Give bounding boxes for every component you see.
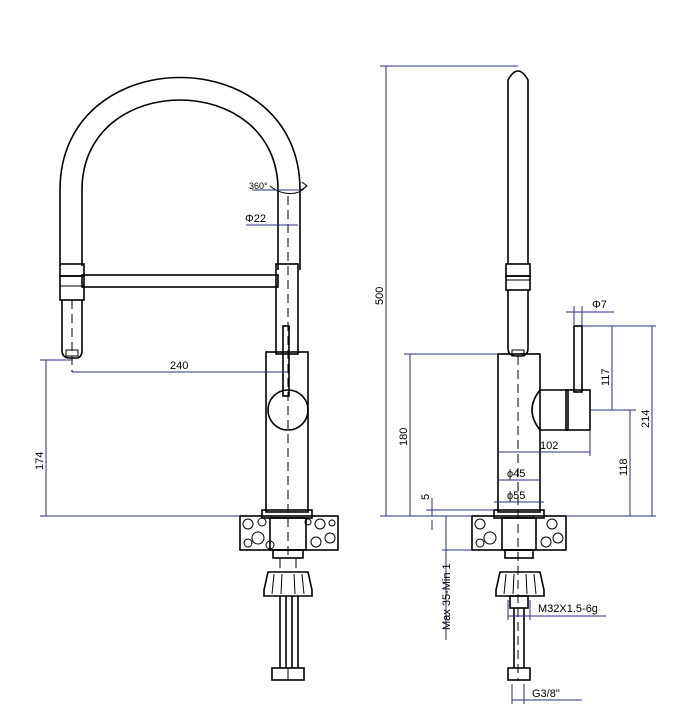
spout-arch-inner [81,99,279,270]
body-diameter-label: ϕ45 [507,468,525,480]
side-body [497,353,541,513]
spout-arch-outer [59,76,301,270]
body-height-label: 180 [398,428,410,446]
overall-handle-height-label: 214 [640,410,652,428]
base-diameter-label: ϕ55 [507,490,525,502]
lever [282,325,290,397]
front-view: 360° Φ22 240 174 [34,76,339,681]
cartridge-cap [267,389,309,431]
spray-head-ring [59,275,85,301]
hose-clip-arm [81,274,279,288]
deck-thickness-label: Max 35-Min 1 [441,563,453,630]
spout-diameter-label: Φ22 [245,213,266,225]
side-lever-knob [565,389,591,431]
spray-height-label: 174 [34,452,46,470]
spout-tube [275,263,299,355]
rotation-label: 360° [249,181,268,191]
connection-label: G3/8" [532,688,560,700]
side-handle-stem [573,325,583,393]
side-spout [507,70,529,264]
supply-hoses [279,596,299,668]
side-spray-head-top [505,263,531,277]
lever-reach-label: 102 [540,440,558,452]
stone-pattern [242,517,336,550]
faucet-body [265,351,309,513]
spray-head-top [59,263,85,277]
handle-height-label: 117 [600,368,612,386]
mounting-nut [263,571,313,597]
lever-offset-label: 118 [618,458,630,476]
reach-label: 240 [170,360,188,372]
thread-label: M32X1.5-6g [538,603,598,615]
side-lever-housing [531,389,569,431]
spray-head-body [61,300,83,359]
total-height-label: 500 [374,287,386,305]
side-hose-fitting [507,667,531,681]
base-thickness-label: 5 [420,494,432,500]
side-mounting-nut [495,571,545,597]
side-stone-pattern [474,518,564,548]
side-view: 500 180 5 Max 35-Min 1 Φ7 117 214 118 10… [374,65,656,704]
handle-diameter-label: Φ7 [592,299,607,311]
